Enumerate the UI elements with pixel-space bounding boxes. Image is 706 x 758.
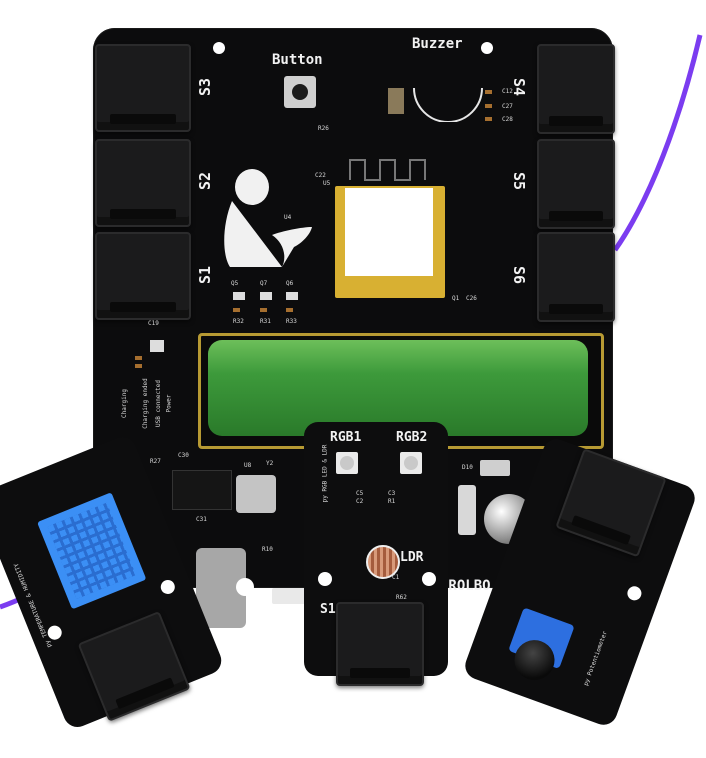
logo-figure: [224, 169, 312, 267]
status-usb: USB connected: [154, 380, 162, 427]
mount-hole: [213, 42, 225, 54]
ref-q5: Q5: [231, 280, 239, 287]
ref-r33: R33: [286, 318, 297, 325]
status-charging-ended: Charging ended: [141, 378, 149, 429]
ref-c3: R1: [388, 498, 396, 505]
jst-connector: [272, 588, 306, 604]
ref-q7: Q7: [260, 280, 268, 287]
ref-c26: C22: [315, 172, 326, 179]
smd: [233, 308, 240, 312]
status-charging: Charging: [120, 389, 128, 418]
ref-c2: C3: [388, 490, 396, 497]
label-s3: S3: [196, 77, 215, 97]
mount-hole: [158, 577, 177, 597]
buzzer-diode: [388, 88, 404, 114]
label-button: Button: [272, 52, 323, 68]
rgb-module-port: [336, 602, 424, 686]
ref-d10: D10: [462, 464, 473, 471]
port-s6: [537, 232, 615, 322]
smd: [485, 104, 492, 108]
label-ldr: LDR: [400, 550, 424, 565]
ic-chip: [172, 470, 232, 510]
battery-18650: [208, 340, 588, 436]
mount-hole: [236, 578, 254, 596]
smd: [135, 364, 142, 368]
label-buzzer: Buzzer: [412, 36, 463, 52]
ref-r2: C28: [502, 116, 513, 123]
mount-hole: [422, 572, 436, 586]
port-s3: [95, 44, 191, 132]
smd: [135, 356, 142, 360]
smd: [260, 292, 272, 300]
ref-r10: R10: [262, 546, 273, 553]
antenna-trace: [349, 159, 426, 181]
smd: [286, 308, 293, 312]
ref-r31: R31: [260, 318, 271, 325]
smd: [485, 117, 492, 121]
ref-y2: Y2: [266, 460, 274, 467]
brand-fragment: TROLBO: [440, 578, 491, 594]
dht-sensor: [37, 492, 147, 610]
rgb-led-2: [400, 452, 422, 474]
smd: [233, 292, 245, 300]
buzzer-outline: [413, 87, 483, 122]
crystal: [236, 475, 276, 513]
push-button: [284, 76, 316, 108]
label-rgb2: RGB2: [396, 430, 428, 445]
smd: [485, 90, 492, 94]
ref-r1: C1: [392, 574, 400, 581]
mount-hole: [318, 572, 332, 586]
smd: [260, 308, 267, 312]
label-rgb1: RGB1: [330, 430, 362, 445]
status-power: Power: [165, 394, 173, 413]
port-s5: [537, 139, 615, 229]
smd: [286, 292, 298, 300]
label-module-s1: S1: [320, 602, 336, 617]
smd: [150, 340, 164, 352]
ref-q6: Q6: [286, 280, 294, 287]
port-s2: [95, 139, 191, 227]
ref-r27: R27: [150, 458, 161, 465]
rgb-led-1: [336, 452, 358, 474]
ref-c27: U5: [323, 180, 331, 187]
rgb-side-text: py RGB LED & LDR: [321, 444, 329, 503]
ref-c31: C31: [196, 516, 207, 523]
ref-c30: C30: [178, 452, 189, 459]
label-s5: S5: [510, 171, 529, 191]
ref-r64: C26: [466, 295, 477, 302]
ref-c1: R62: [396, 594, 407, 601]
ref-r32: R32: [233, 318, 244, 325]
mount-hole: [481, 42, 493, 54]
port-s4: [537, 44, 615, 134]
ref-c4: C5: [356, 490, 364, 497]
wifi-module-shield: [345, 188, 433, 276]
diode: [480, 460, 510, 476]
ref-r4: C27: [502, 103, 513, 110]
ldr-sensor: [366, 545, 400, 579]
pot-side-text: py Potentiometer: [582, 630, 609, 687]
ref-r62: Q1: [452, 295, 460, 302]
ref-u8: U8: [244, 462, 252, 469]
ref-q1: C12: [502, 88, 513, 95]
mount-hole: [625, 584, 644, 603]
port-s1: [95, 232, 191, 320]
ref-c19: C19: [148, 320, 159, 327]
ref-c28: U4: [284, 214, 292, 221]
label-s6: S6: [510, 265, 529, 285]
inductor: [458, 485, 476, 535]
ref-r26: R26: [318, 125, 329, 132]
ref-c5: C2: [356, 498, 364, 505]
